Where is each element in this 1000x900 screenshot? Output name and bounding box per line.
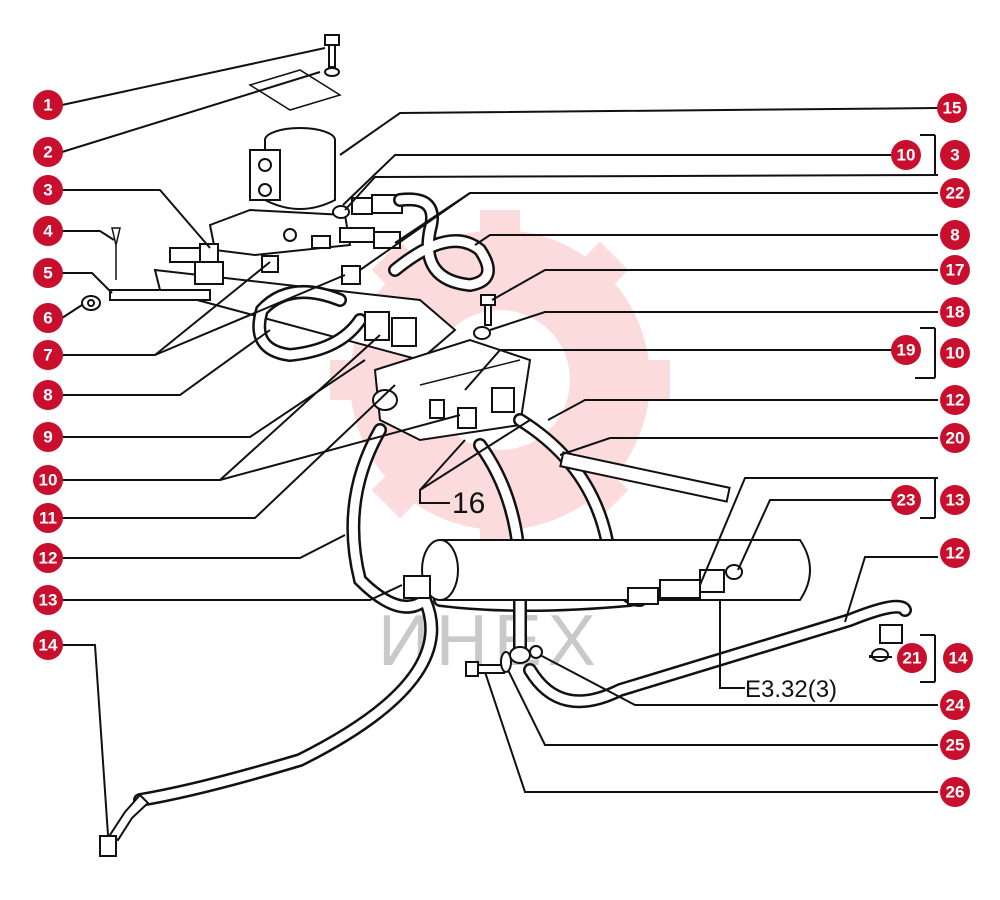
callout-14[interactable]: 14 [33, 630, 63, 660]
callout-11-label: 11 [39, 509, 57, 528]
callout-22-label: 22 [946, 184, 965, 203]
callout-21[interactable]: 21 [897, 643, 927, 673]
ref-e332-label: E3.32(3) [745, 676, 837, 703]
callout-17-label: 17 [946, 261, 965, 280]
callout-9[interactable]: 9 [33, 422, 63, 452]
callout-20[interactable]: 20 [940, 423, 970, 453]
callout-15-label: 15 [943, 99, 962, 118]
callout-10[interactable]: 10 [33, 465, 63, 495]
callout-4[interactable]: 4 [33, 216, 63, 246]
callout-25[interactable]: 25 [940, 730, 970, 760]
callout-2-label: 2 [43, 143, 52, 162]
callout-13[interactable]: 13 [33, 585, 63, 615]
callout-10-upper-label: 10 [897, 146, 916, 165]
callout-12-lower-label: 12 [946, 544, 965, 563]
callout-8-right-label: 8 [950, 226, 959, 245]
callout-14-right-label: 14 [949, 649, 968, 668]
callout-24[interactable]: 24 [940, 690, 970, 720]
callout-15[interactable]: 15 [937, 93, 967, 123]
callout-3[interactable]: 3 [33, 175, 63, 205]
callout-1[interactable]: 1 [33, 90, 63, 120]
callout-18[interactable]: 18 [940, 297, 970, 327]
callout-7-label: 7 [43, 346, 52, 365]
callout-5-label: 5 [43, 264, 52, 283]
callout-18-label: 18 [946, 303, 965, 322]
callout-2[interactable]: 2 [33, 137, 63, 167]
callout-11[interactable]: 11 [33, 503, 63, 533]
callout-1-label: 1 [43, 96, 52, 115]
callout-26-label: 26 [946, 783, 965, 802]
callout-22[interactable]: 22 [940, 178, 970, 208]
callout-3-right-label: 3 [950, 146, 959, 165]
callout-6[interactable]: 6 [33, 303, 63, 333]
callout-8[interactable]: 8 [33, 380, 63, 410]
callout-14-right[interactable]: 14 [943, 643, 973, 673]
callout-13-label: 13 [39, 591, 58, 610]
callout-23[interactable]: 23 [891, 485, 921, 515]
group-16-label: 16 [452, 487, 485, 520]
callout-10-right-label: 10 [946, 344, 965, 363]
assembly-drawing [81, 34, 912, 857]
callout-13-right-label: 13 [946, 491, 965, 510]
callout-10-label: 10 [39, 471, 58, 490]
callout-23-label: 23 [897, 491, 916, 510]
callout-20-label: 20 [946, 429, 965, 448]
callout-26[interactable]: 26 [940, 777, 970, 807]
callout-7[interactable]: 7 [33, 340, 63, 370]
callout-10-right[interactable]: 10 [940, 338, 970, 368]
callout-10-upper[interactable]: 10 [891, 140, 921, 170]
callout-13-right[interactable]: 13 [940, 485, 970, 515]
leader-lines [61, 47, 939, 836]
callout-5[interactable]: 5 [33, 258, 63, 288]
callout-3-right[interactable]: 3 [940, 140, 970, 170]
callout-6-label: 6 [43, 309, 52, 328]
callout-12-upper-label: 12 [946, 391, 965, 410]
callout-4-label: 4 [43, 222, 53, 241]
callout-9-label: 9 [43, 428, 52, 447]
callout-12-lower[interactable]: 12 [940, 538, 970, 568]
callout-3-label: 3 [43, 181, 52, 200]
callout-17[interactable]: 17 [940, 255, 970, 285]
callout-25-label: 25 [946, 736, 965, 755]
callout-24-label: 24 [946, 696, 965, 715]
callout-12[interactable]: 12 [33, 543, 63, 573]
callout-12-label: 12 [39, 549, 58, 568]
callout-12-upper[interactable]: 12 [940, 385, 970, 415]
callout-19-label: 19 [897, 341, 916, 360]
callout-8-label: 8 [43, 386, 52, 405]
callout-21-label: 21 [903, 649, 922, 668]
callout-19[interactable]: 19 [891, 335, 921, 365]
callout-8-right[interactable]: 8 [940, 220, 970, 250]
callout-14-label: 14 [39, 636, 58, 655]
